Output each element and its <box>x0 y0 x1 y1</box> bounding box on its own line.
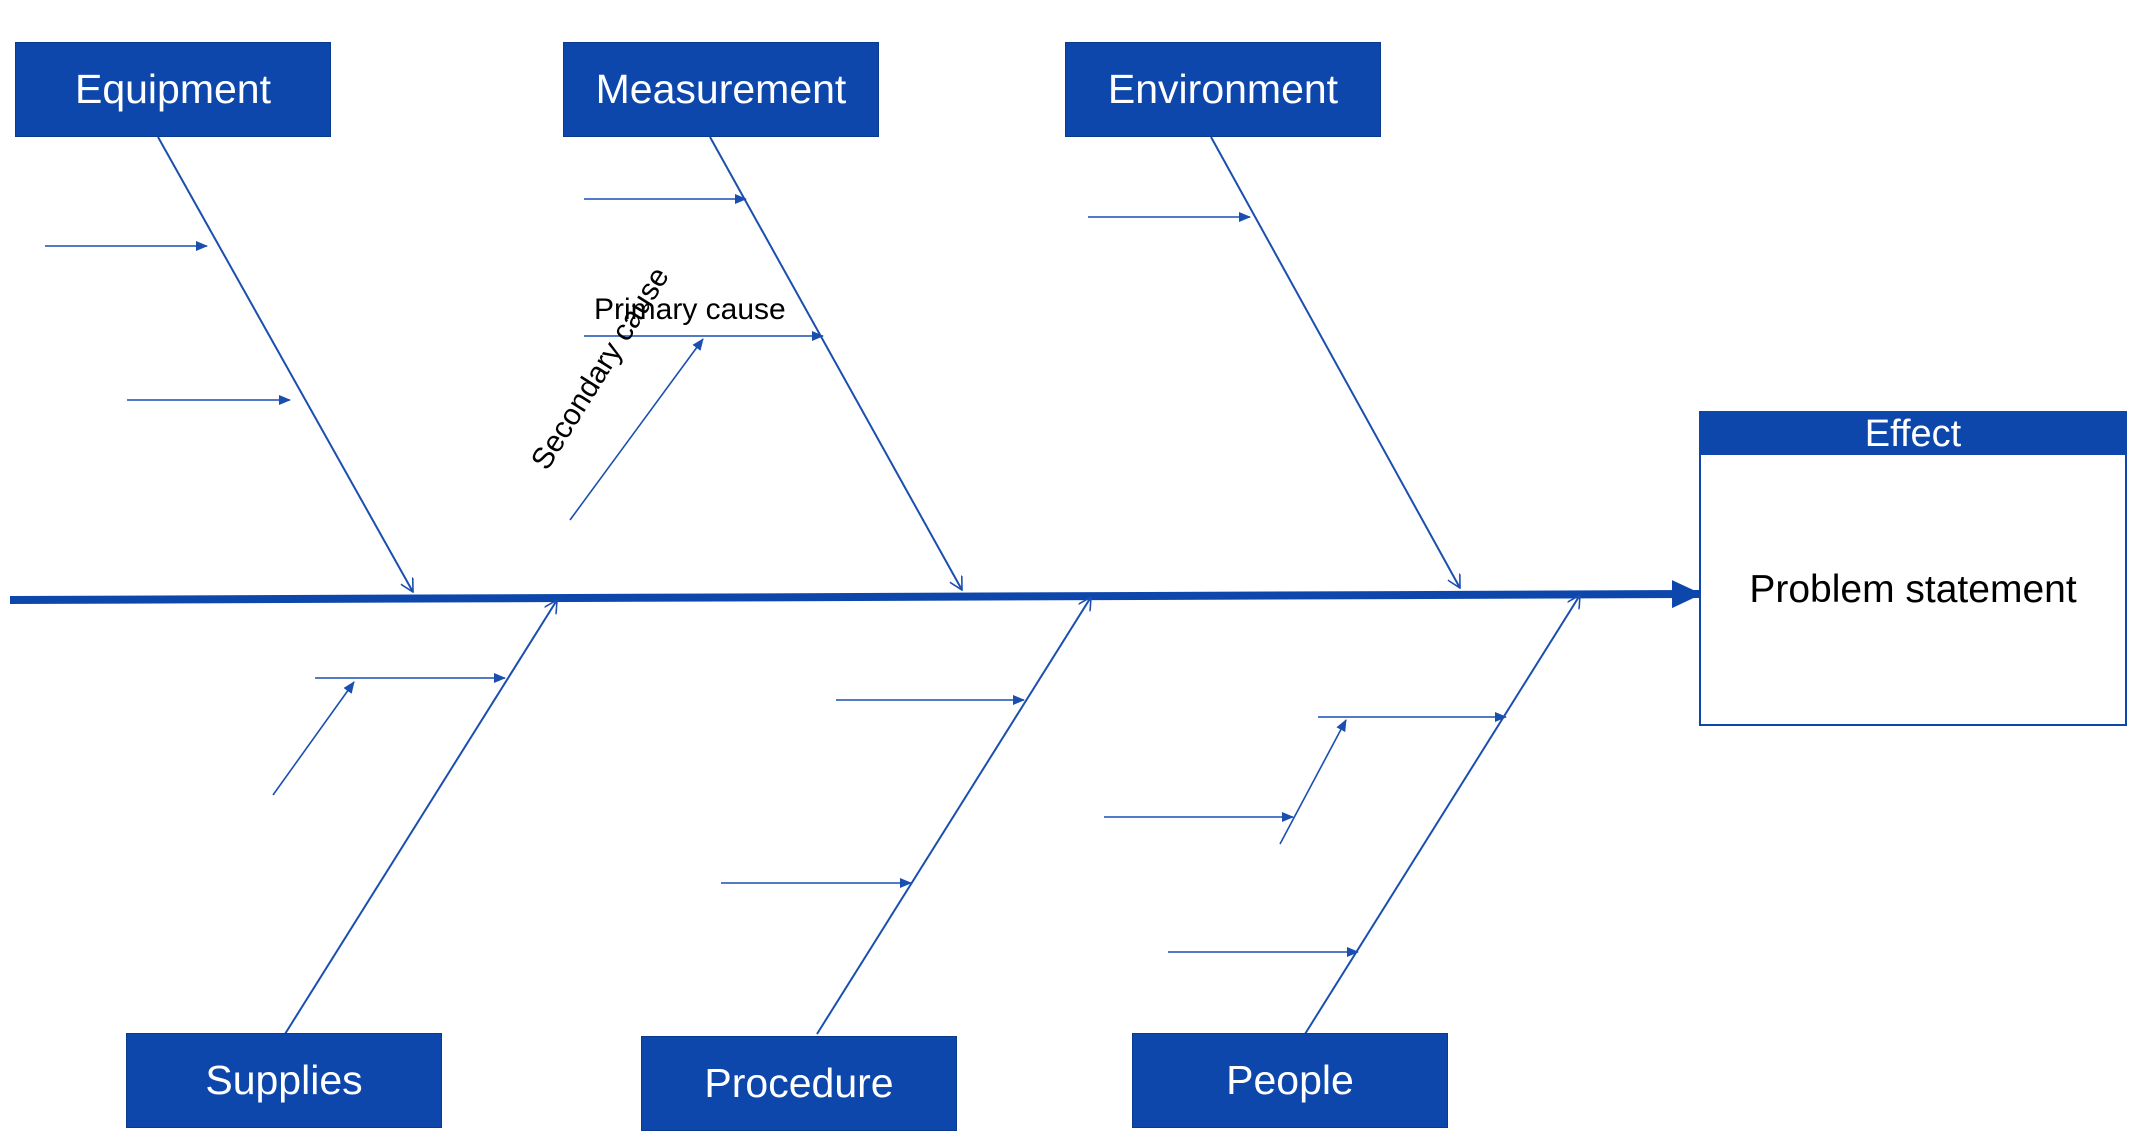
sub-arrow <box>1279 719 1347 845</box>
category-label: People <box>1226 1057 1354 1103</box>
category-label: Supplies <box>205 1057 363 1103</box>
category-label: Measurement <box>595 66 847 112</box>
effect-header: Effect <box>1701 413 2125 455</box>
category-label: Environment <box>1107 66 1339 112</box>
problem-statement: Problem statement <box>1749 567 2077 611</box>
spine-arrow <box>9 580 1702 609</box>
effect-box: Effect Problem statement <box>1699 411 2127 726</box>
bone-supplies <box>284 600 557 1035</box>
category-environment: Environment <box>1065 42 1381 137</box>
category-equipment: Equipment <box>15 42 331 137</box>
sub-arrow-secondary-cause <box>569 338 704 521</box>
bone-environment <box>1210 136 1461 588</box>
sub-arrow <box>272 681 355 796</box>
category-label: Equipment <box>74 66 271 112</box>
bone-equipment <box>157 136 414 592</box>
category-people: People <box>1132 1033 1448 1128</box>
category-procedure: Procedure <box>641 1036 957 1131</box>
bone-procedure <box>816 597 1091 1035</box>
primary-cause-label: Primary cause <box>594 293 786 326</box>
bone-measurement <box>709 136 963 590</box>
category-measurement: Measurement <box>563 42 879 137</box>
category-label: Procedure <box>704 1060 894 1106</box>
category-supplies: Supplies <box>126 1033 442 1128</box>
bone-people <box>1304 595 1580 1035</box>
